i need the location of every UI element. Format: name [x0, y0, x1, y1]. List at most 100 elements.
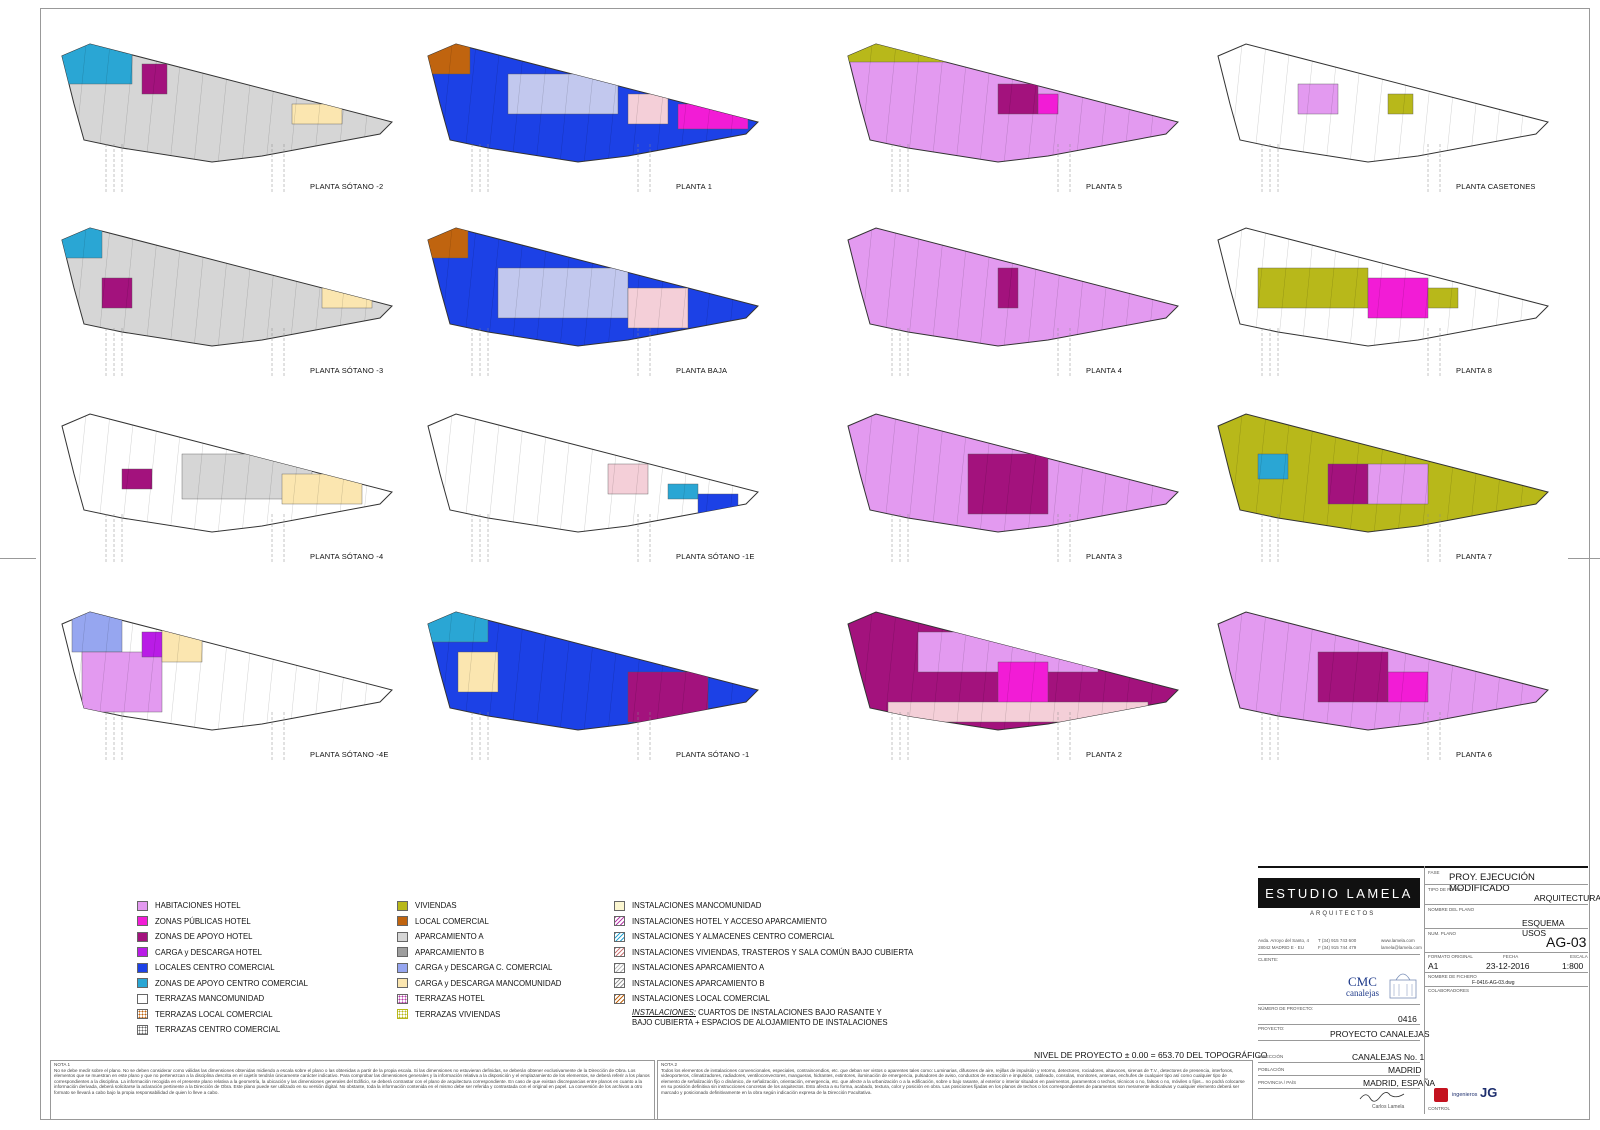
- plan-label: PLANTA 2: [1086, 750, 1123, 759]
- plan-label: PLANTA 5: [1086, 182, 1123, 191]
- plan-zone: [81, 651, 163, 713]
- legend-item: INSTALACIONES APARCAMIENTO B: [614, 976, 913, 992]
- plan-zone: [1387, 671, 1429, 703]
- control-label: CONTROL: [1428, 1106, 1451, 1111]
- floor-plan-drawing: [61, 227, 393, 378]
- legend-swatch: [614, 947, 625, 958]
- legend-label: ZONAS PÚBLICAS HOTEL: [155, 916, 251, 926]
- legend-item: HABITACIONES HOTEL: [137, 898, 308, 914]
- legend-swatch: [614, 931, 625, 942]
- provincia-label: PROVINCIA / PAÍS: [1258, 1080, 1297, 1085]
- legend-label: INSTALACIONES Y ALMACENES CENTRO COMERCI…: [632, 932, 835, 942]
- nota-1-text: No se debe medir sobre el plano. No se d…: [54, 1067, 650, 1095]
- legend-swatch: [397, 900, 408, 911]
- instalaciones-note-title: INSTALACIONES:: [632, 1008, 696, 1017]
- floor-plan-drawing: [1217, 413, 1549, 564]
- studio-logo: ESTUDIO LAMELA: [1258, 878, 1420, 908]
- legend-item: INSTALACIONES LOCAL COMERCIAL: [614, 991, 913, 1007]
- plan-zone: [161, 621, 203, 663]
- fase-label: FASE: [1428, 870, 1440, 875]
- plan-zone: [1387, 93, 1414, 115]
- formato-label: FORMATO ORIGINAL: [1428, 954, 1473, 959]
- plan-label: PLANTA 1: [676, 182, 713, 191]
- legend-swatch: [137, 947, 148, 958]
- plan-outline: [1217, 43, 1549, 163]
- fase-value: PROY. EJECUCIÓN MODIFICADO: [1449, 872, 1535, 894]
- colaboradores-label: COLABORADORES: [1428, 988, 1470, 993]
- legend-swatch: [137, 900, 148, 911]
- plan-label: PLANTA SÓTANO -4: [310, 552, 384, 561]
- tb-rule: [1258, 1062, 1420, 1063]
- plan-zone: [321, 287, 373, 309]
- plan-zone: [62, 44, 133, 85]
- plan-label: PLANTA SÓTANO -2: [310, 182, 384, 191]
- tb-rule: [1258, 1004, 1420, 1005]
- nivel-proyecto: NIVEL DE PROYECTO ± 0.00 = 653.70 DEL TO…: [1034, 1050, 1268, 1060]
- tb-rule: [1424, 928, 1588, 929]
- plan-zone: [967, 453, 1049, 515]
- tipo-value: ARQUITECTURA: [1534, 893, 1600, 903]
- tipo-label: TIPO DE PLANO: [1428, 887, 1463, 892]
- legend-label: TERRAZAS VIVIENDAS: [415, 1009, 501, 1019]
- legend-swatch: [397, 1009, 408, 1020]
- plan-zone: [428, 228, 469, 259]
- instalaciones-note-line2: BAJO CUBIERTA + ESPACIOS DE ALOJAMIENTO …: [632, 1018, 888, 1027]
- legend-label: APARCAMIENTO B: [415, 947, 485, 957]
- legend-label: INSTALACIONES APARCAMIENTO B: [632, 978, 765, 988]
- studio-phone: T (34) 915 743 600: [1318, 938, 1357, 943]
- plan-label: PLANTA 3: [1086, 552, 1123, 561]
- plan-label: PLANTA 6: [1456, 750, 1493, 759]
- legend-item: TERRAZAS LOCAL COMERCIAL: [137, 1007, 308, 1023]
- tb-rule: [1424, 904, 1588, 905]
- legend-label: TERRAZAS MANCOMUNIDAD: [155, 994, 265, 1004]
- floor-plan-drawing: [1217, 611, 1549, 762]
- nombre-label: NOMBRE DEL PLANO: [1428, 907, 1475, 912]
- floor-plan-drawing: [847, 413, 1179, 564]
- legend-label: CARGA y DESCARGA HOTEL: [155, 947, 263, 957]
- plan-zone: [497, 267, 629, 319]
- legend-swatch: [614, 900, 625, 911]
- plan-zone: [1327, 463, 1369, 505]
- plan-label: PLANTA CASETONES: [1456, 182, 1536, 191]
- studio-web: www.lamela.com: [1381, 938, 1415, 943]
- legend-swatch: [397, 947, 408, 958]
- proyecto-value: PROYECTO CANALEJAS: [1330, 1029, 1430, 1039]
- legend-swatch: [614, 916, 625, 927]
- plan-zone: [62, 228, 103, 259]
- nota-2: NOTA 2 Todos los elementos de instalacio…: [661, 1062, 1247, 1116]
- nombre-value: ESQUEMA USOS: [1522, 918, 1565, 938]
- plan-label: PLANTA SÓTANO -1E: [676, 552, 755, 561]
- plan-zone: [1037, 93, 1059, 115]
- plan-outline: [427, 413, 759, 533]
- plan-zone: [1297, 83, 1339, 115]
- plan-zone: [607, 463, 649, 495]
- legend-label: APARCAMIENTO A: [415, 932, 484, 942]
- plan-outline: [61, 227, 393, 347]
- plan-zone: [1427, 287, 1459, 309]
- floor-plan-drawing: [847, 611, 1179, 762]
- legend-label: ZONAS DE APOYO HOTEL: [155, 932, 253, 942]
- plan-zone: [997, 83, 1039, 115]
- legend-swatch: [137, 1009, 148, 1020]
- legend-label: TERRAZAS HOTEL: [415, 994, 485, 1004]
- floor-plan-drawing: [427, 43, 759, 194]
- legend-swatch: [397, 962, 408, 973]
- legend-swatch: [614, 962, 625, 973]
- legend-item: TERRAZAS HOTEL: [397, 991, 561, 1007]
- legend-column-3: INSTALACIONES MANCOMUNIDAD INSTALACIONES …: [614, 898, 913, 1007]
- legend-item: INSTALACIONES MANCOMUNIDAD: [614, 898, 913, 914]
- plan-zone: [667, 483, 699, 500]
- plan-zone: [71, 612, 123, 653]
- cliente-label: CLIENTE:: [1258, 957, 1279, 962]
- legend-swatch: [397, 978, 408, 989]
- studio-address-1: Avda. Arroyo del Santo, 4: [1258, 938, 1309, 943]
- legend-item: ZONAS DE APOYO CENTRO COMERCIAL: [137, 976, 308, 992]
- tb-rule: [1258, 1075, 1420, 1076]
- floor-plan-drawing: [1217, 227, 1549, 378]
- num-value: AG-03: [1546, 934, 1587, 950]
- floor-plan-drawing: [847, 43, 1179, 194]
- legend-swatch: [137, 978, 148, 989]
- signature: [1359, 1092, 1405, 1102]
- legend-swatch: [137, 962, 148, 973]
- legend-swatch: [137, 916, 148, 927]
